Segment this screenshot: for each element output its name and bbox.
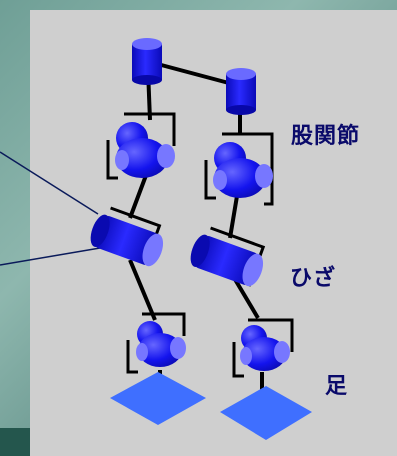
pointer-line-lower: [0, 247, 101, 266]
hip-actuator-left: [132, 38, 162, 85]
knee-label: ひざ: [290, 266, 337, 291]
hip-actuator-right: [226, 68, 256, 115]
background-stripe: [0, 428, 30, 456]
foot-label: 足: [325, 374, 349, 399]
hip-label: 股関節: [291, 124, 361, 149]
knee-joint-icon: [90, 206, 266, 287]
pointer-line-upper: [0, 151, 99, 215]
hip-joint-icon: [106, 112, 274, 206]
foot-plate-right: [220, 386, 312, 440]
diagram-panel: [30, 10, 397, 456]
ankle-joint-icon: [126, 312, 294, 378]
foot-plate-left: [110, 372, 206, 425]
